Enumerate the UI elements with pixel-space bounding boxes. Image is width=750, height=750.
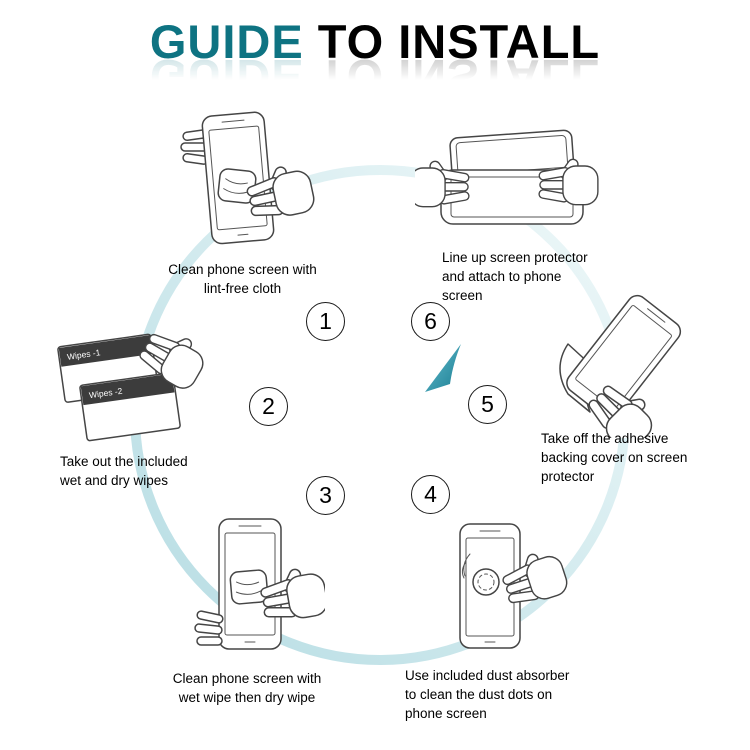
step-1-illustration <box>180 111 315 245</box>
step-6-illustration <box>415 129 599 225</box>
cloth-icon <box>229 569 269 605</box>
step-3-illustration <box>194 518 325 650</box>
step-5-illustration <box>559 294 682 438</box>
title-rest: TO INSTALL <box>317 15 601 68</box>
step-badge-4: 4 <box>411 475 450 514</box>
step-badge-6: 6 <box>411 302 450 341</box>
step-caption-5: Take off the adhesive backing cover on s… <box>541 431 688 484</box>
step-2-illustration: Wipes -1 Wipes -2 <box>57 333 204 442</box>
wipes-packet: Wipes -2 <box>79 372 181 442</box>
wipes-packet-label: Wipes -2 <box>88 386 123 401</box>
step-badge-2: 2 <box>249 387 288 426</box>
hand-icon <box>194 610 224 646</box>
wipes-packet-label: Wipes -1 <box>66 347 101 362</box>
step-caption-1: Clean phone screen with lint-free cloth <box>168 262 317 296</box>
step-caption-3: Clean phone screen with wet wipe then dr… <box>172 671 322 705</box>
step-caption-6: Line up screen protector and attach to p… <box>442 250 588 303</box>
step-caption-2: Take out the included wet and dry wipes <box>60 454 188 488</box>
step-badge-3: 3 <box>306 476 345 515</box>
center-arrow-icon <box>425 344 461 392</box>
step-caption-4: Use included dust absorber to clean the … <box>405 668 570 721</box>
title-accent: GUIDE <box>149 15 304 68</box>
step-badge-5: 5 <box>468 385 507 424</box>
step-badge-1: 1 <box>306 302 345 341</box>
step-4-illustration <box>459 523 568 649</box>
